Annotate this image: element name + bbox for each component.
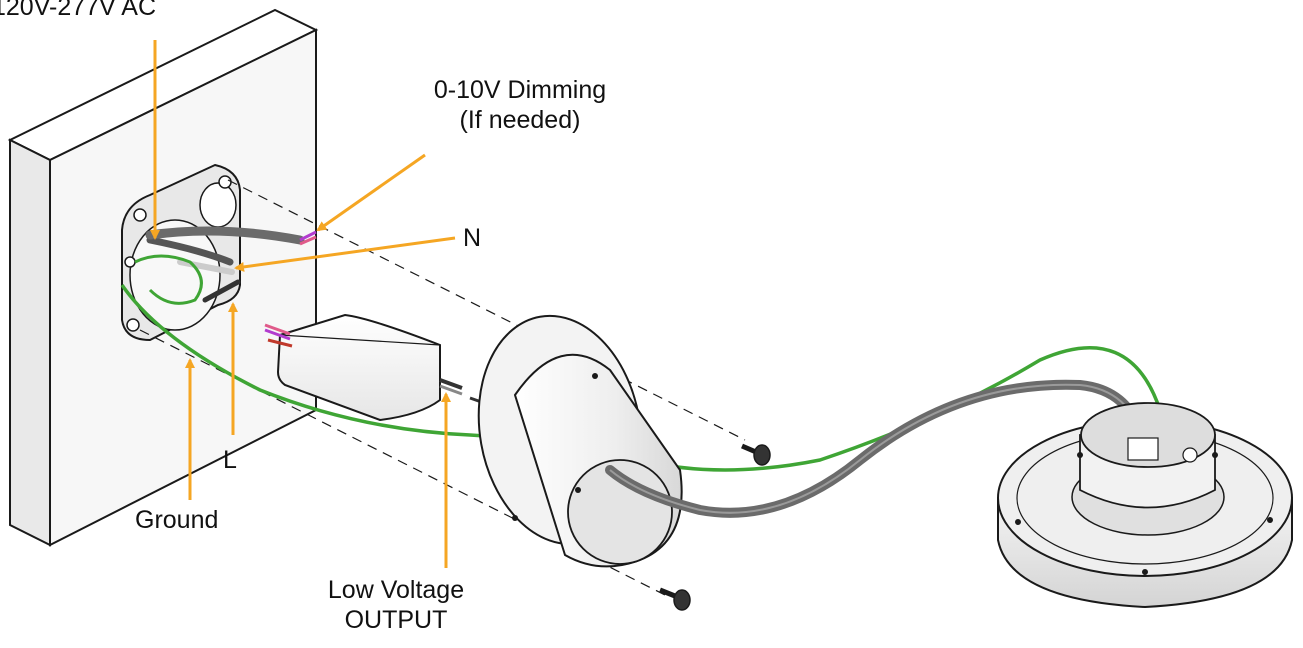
label-low-voltage-output: Low Voltage OUTPUT	[296, 575, 496, 635]
alignment-lines	[139, 179, 746, 596]
ground-wire	[120, 284, 1177, 472]
arrow-neutral	[234, 236, 456, 272]
label-dimming-line1: 0-10V Dimming	[433, 76, 607, 104]
label-ground: Ground	[135, 506, 219, 534]
callout-arrows	[150, 40, 456, 568]
label-dimming: 0-10V Dimming (If needed)	[395, 75, 645, 135]
screw-upper	[741, 443, 771, 466]
label-neutral: N	[463, 224, 482, 252]
arrow-dimming	[316, 153, 426, 232]
label-line: L	[223, 446, 237, 474]
led-driver	[264, 313, 491, 422]
wall-mount-adapter	[477, 314, 683, 568]
screw-lower	[659, 587, 691, 611]
fixture-cable-highlight	[609, 383, 1144, 514]
label-dimming-line2: (If needed)	[459, 106, 581, 134]
label-output-line1: Low Voltage	[327, 576, 465, 604]
supply-wires	[134, 226, 317, 305]
label-supply-voltage: 120V-277V AC	[0, 0, 157, 21]
light-fixture	[997, 402, 1293, 609]
label-output-line2: OUTPUT	[344, 606, 448, 634]
